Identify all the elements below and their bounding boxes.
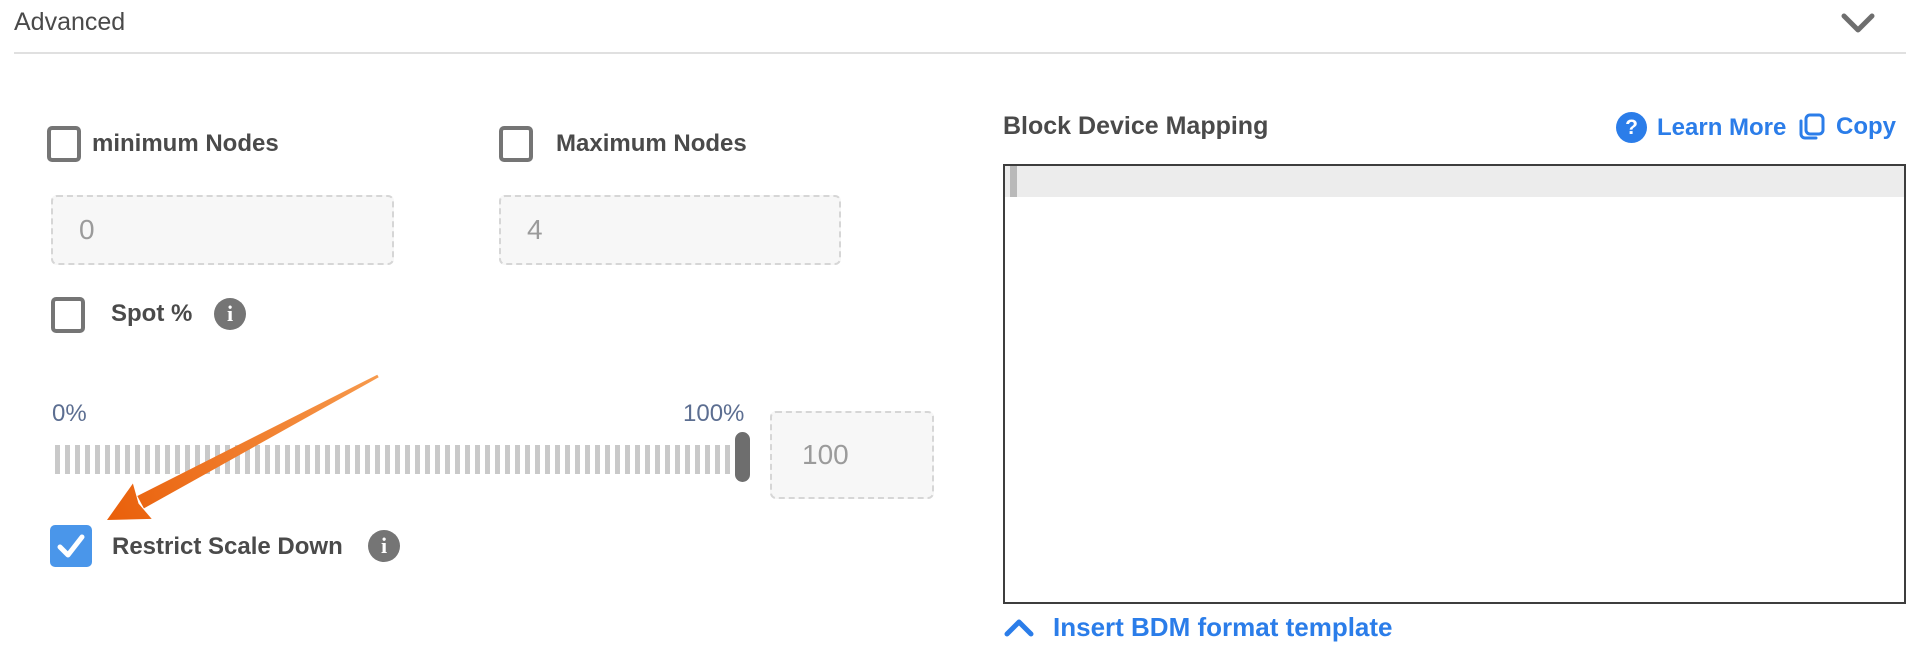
minimum-nodes-checkbox[interactable] <box>47 126 81 162</box>
chevron-up-icon <box>1004 619 1034 636</box>
info-icon[interactable]: i <box>368 530 400 562</box>
minimum-nodes-label: minimum Nodes <box>92 130 279 157</box>
maximum-nodes-checkbox[interactable] <box>499 126 533 162</box>
copy-label: Copy <box>1836 113 1896 140</box>
spot-percent-input[interactable] <box>770 411 934 499</box>
maximum-nodes-input[interactable] <box>499 195 841 265</box>
spot-percent-label: Spot % <box>111 300 193 327</box>
editor-active-line <box>1005 166 1904 197</box>
checkmark-icon <box>57 534 85 558</box>
slider-max-label: 100% <box>683 400 745 427</box>
insert-bdm-template-label: Insert BDM format template <box>1053 612 1393 642</box>
block-device-mapping-editor[interactable] <box>1003 164 1906 604</box>
learn-more-label: Learn More <box>1657 113 1787 141</box>
learn-more-link[interactable]: ? Learn More <box>1616 112 1786 143</box>
chevron-down-icon[interactable] <box>1840 6 1880 40</box>
copy-button[interactable]: Copy <box>1798 112 1896 142</box>
restrict-scale-down-checkbox[interactable] <box>50 525 92 567</box>
maximum-nodes-label: Maximum Nodes <box>556 130 747 157</box>
spot-percent-slider-track[interactable] <box>55 445 749 474</box>
spot-percent-slider-handle[interactable] <box>735 432 750 482</box>
editor-caret <box>1010 166 1017 197</box>
block-device-mapping-title: Block Device Mapping <box>1003 112 1269 140</box>
copy-icon <box>1799 113 1825 140</box>
spot-percent-checkbox[interactable] <box>51 297 85 333</box>
section-divider <box>14 52 1906 54</box>
restrict-scale-down-label: Restrict Scale Down <box>112 533 343 560</box>
section-title: Advanced <box>14 8 126 36</box>
chevron-down-glyph <box>1841 13 1875 33</box>
insert-bdm-template-link[interactable]: Insert BDM format template <box>1003 612 1393 643</box>
info-icon[interactable]: i <box>214 298 246 330</box>
question-icon: ? <box>1616 112 1647 143</box>
slider-min-label: 0% <box>52 400 87 427</box>
minimum-nodes-input[interactable] <box>51 195 394 265</box>
